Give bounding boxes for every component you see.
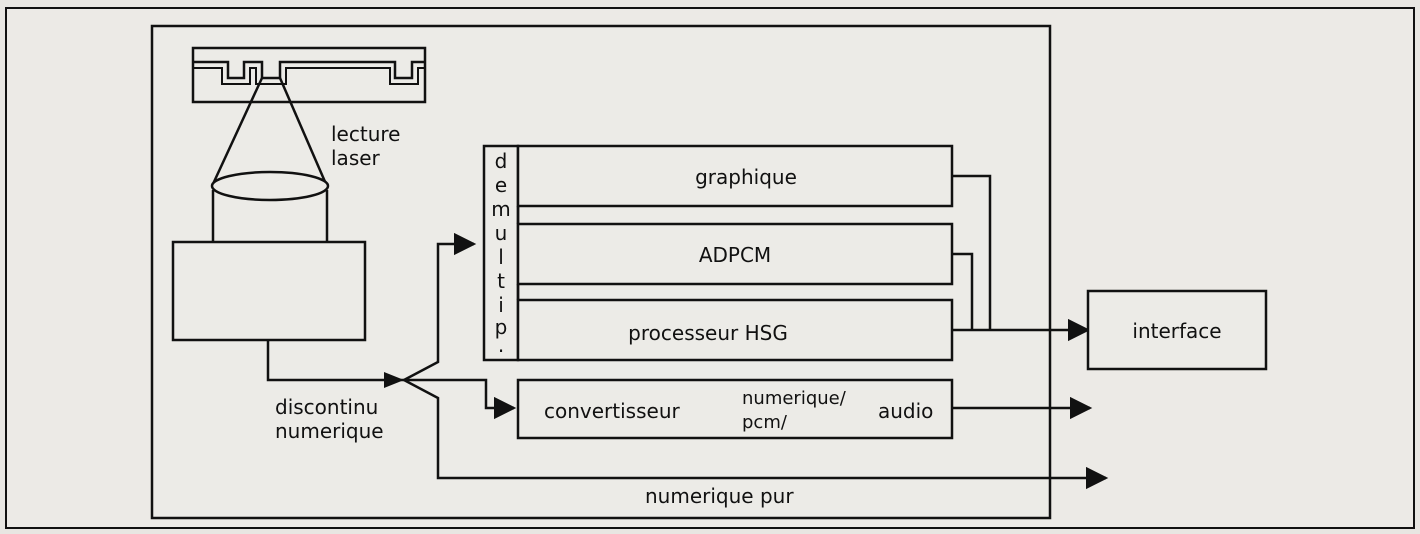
processeur-hsg-block [516,298,954,362]
numerique-pur-line [403,378,1109,490]
processeur-label: processeur HSG [628,321,788,345]
conv-audio-label: audio [878,399,933,423]
demux-letter: l [498,245,504,269]
adpcm-output-line [952,252,974,330]
numerique-pur-label: numerique pur [645,484,794,508]
disc-surface [191,46,427,104]
laser-beam [211,77,328,185]
lens [210,170,330,242]
demultiplexer-block [482,144,520,362]
demux-letter: t [497,269,505,293]
discontinu-label-line2: numerique [275,419,384,443]
demux-letter: d [495,149,508,173]
adpcm-label: ADPCM [699,243,771,267]
split-node-arrow [384,372,404,388]
to-converter-line [404,378,517,420]
graphique-block [516,144,954,208]
graphique-output-line [952,174,992,330]
demux-letter: p [495,315,508,339]
demux-letter: m [491,197,510,221]
demux-letters: d e m u l t i p . [491,149,510,357]
conv-numerique-label: numerique/ [742,388,847,409]
interface-block [1086,289,1268,371]
demux-letter: . [498,333,504,357]
laser-reader-block [171,240,367,342]
laser-label-line1: lecture [331,122,400,146]
to-demux-line [403,232,477,382]
graphique-label: graphique [695,165,797,189]
reader-output-line [266,340,404,382]
interface-label: interface [1132,319,1221,343]
demux-letter: u [495,221,508,245]
convertisseur-label: convertisseur [544,399,680,423]
demux-letter: i [498,293,504,317]
demux-letter: e [495,173,507,197]
discontinu-label-line1: discontinu [275,395,378,419]
laser-label-line2: laser [331,146,381,170]
conv-pcm-label: pcm/ [742,412,788,433]
